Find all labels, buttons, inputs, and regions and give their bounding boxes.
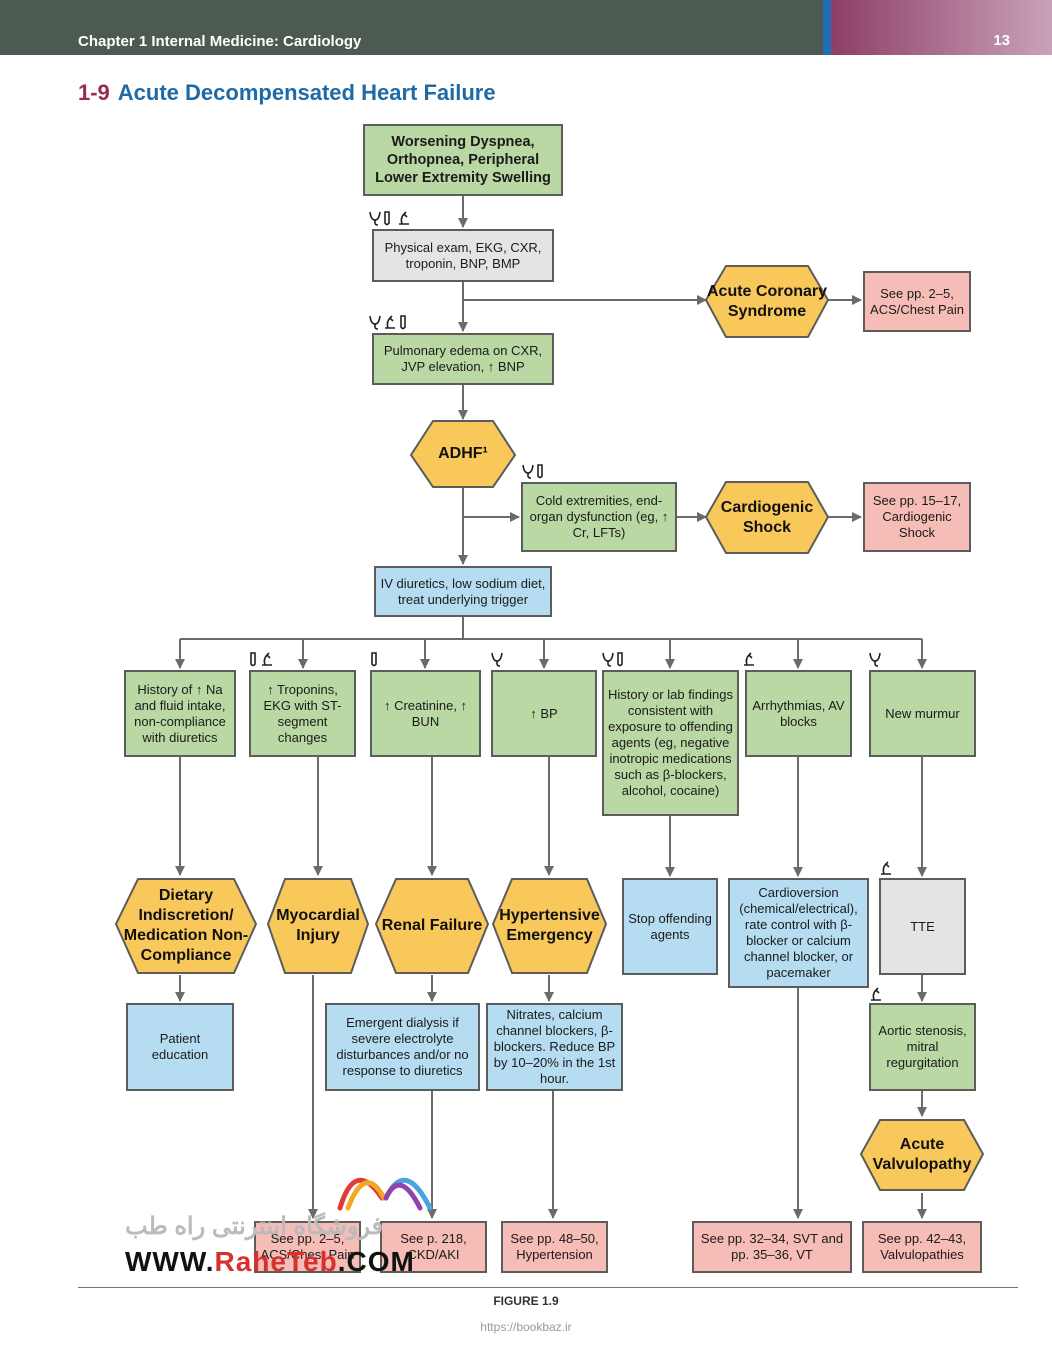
node-cold: Cold extremities, end-organ dysfunction … [521, 482, 677, 552]
microscope-icon [385, 315, 395, 329]
hexagon-hypertensive [491, 878, 608, 974]
stethoscope-icon [602, 652, 614, 667]
icon-set-troponins [250, 652, 272, 667]
node-murmur: New murmur [869, 670, 976, 757]
page-number: 13 [993, 32, 1010, 49]
watermark-www-brand: RaheTeb [214, 1246, 338, 1277]
header-accent-blue [823, 0, 831, 55]
node-bp: ↑ BP [491, 670, 597, 757]
node-acs-ref: See pp. 2–5, ACS/Chest Pain [863, 271, 971, 332]
hexagon-adhf [409, 420, 517, 488]
label-acs: Acute Coronary Syndrome [706, 282, 828, 320]
stethoscope-icon [869, 652, 881, 667]
node-history-na: History of ↑ Na and fluid intake, non-co… [124, 670, 236, 757]
watermark-book-arc [383, 1182, 423, 1211]
node-nitrates: Nitrates, calcium channel blockers, β-bl… [486, 1003, 623, 1091]
hexagon-shock [704, 481, 830, 554]
icon-set-workup [369, 211, 409, 226]
watermark-book-arc [345, 1180, 387, 1211]
label-renal: Renal Failure [381, 917, 483, 934]
stethoscope-icon [491, 652, 503, 667]
node-diuretics: IV diuretics, low sodium diet, treat und… [374, 566, 552, 617]
node-ref-valve: See pp. 42–43, Valvulopathies [862, 1221, 982, 1273]
node-troponins: ↑ Troponins, EKG with ST-segment changes [249, 670, 356, 757]
hexagon-renal [374, 878, 490, 974]
label-mi: Myocardial Injury [276, 907, 360, 944]
node-cardioversion: Cardioversion (chemical/electrical), rat… [728, 878, 869, 988]
label-shock: Cardiogenic Shock [720, 498, 814, 536]
label-hypertensive: Hypertensive Emergency [499, 907, 600, 944]
test-tube-icon [384, 211, 390, 226]
stethoscope-icon [522, 464, 534, 479]
node-ref-aki: See p. 218, CKD/AKI [380, 1221, 487, 1273]
stethoscope-icon [369, 315, 381, 330]
icon-set-tte [881, 861, 891, 875]
node-ref-acs2: See pp. 2–5, ACS/Chest Pain [254, 1221, 361, 1273]
node-symptoms: Worsening Dyspnea, Orthopnea, Peripheral… [363, 124, 563, 196]
node-ref-htn: See pp. 48–50, Hypertension [501, 1221, 608, 1273]
hexagon-dietary [114, 878, 258, 974]
icon-set-bp [491, 652, 503, 667]
header-accent-magenta [831, 0, 1052, 55]
icon-set-offending [602, 652, 623, 667]
label-valvulopathy: Acute Valvulopathy [872, 1136, 972, 1173]
footer-rule [78, 1287, 1018, 1288]
node-dialysis: Emergent dialysis if severe electrolyte … [325, 1003, 480, 1091]
node-shock-ref: See pp. 15–17, Cardiogenic Shock [863, 482, 971, 552]
test-tube-icon [400, 315, 406, 330]
icon-set-murmur [869, 652, 881, 667]
test-tube-icon [537, 464, 543, 479]
node-aortic: Aortic stenosis, mitral regurgitation [869, 1003, 976, 1091]
watermark-logo [337, 1177, 433, 1211]
watermark-book-arc [383, 1177, 433, 1211]
stethoscope-icon [369, 211, 381, 226]
microscope-icon [399, 211, 409, 225]
icon-set-pulmonary [369, 315, 406, 330]
hexagon-valvulopathy [859, 1119, 985, 1191]
section-title-text: Acute Decompensated Heart Failure [117, 80, 496, 105]
node-ref-svt: See pp. 32–34, SVT and pp. 35–36, VT [692, 1221, 852, 1273]
node-stop: Stop offending agents [622, 878, 718, 975]
watermark-persian-text: فروشگاه اینترنتی راه طب [125, 1213, 384, 1240]
test-tube-icon [617, 652, 623, 667]
node-tte: TTE [879, 878, 966, 975]
node-workup: Physical exam, EKG, CXR, troponin, BNP, … [372, 229, 554, 282]
microscope-icon [881, 861, 891, 875]
label-adhf: ADHF¹ [438, 445, 488, 462]
hexagon-mi [266, 878, 370, 974]
icon-set-cold [522, 464, 543, 479]
node-arrhythmias: Arrhythmias, AV blocks [745, 670, 852, 757]
hexagon-acs [704, 265, 830, 338]
node-pulmonary: Pulmonary edema on CXR, JVP elevation, ↑… [372, 333, 554, 385]
label-dietary: Dietary Indiscretion/ Medication Non-Com… [123, 887, 249, 964]
watermark-www-prefix: WWW. [125, 1246, 215, 1277]
icon-set-arrhythmias [744, 652, 754, 666]
microscope-icon [871, 987, 881, 1001]
watermark-www: WWW.RaheTeb.COM [125, 1246, 415, 1278]
microscope-icon [744, 652, 754, 666]
node-offending: History or lab findings consistent with … [602, 670, 739, 816]
node-creatinine: ↑ Creatinine, ↑ BUN [370, 670, 481, 757]
icon-set-creatinine [371, 652, 377, 667]
node-education: Patient education [126, 1003, 234, 1091]
watermark-url: https://bookbaz.ir [480, 1320, 572, 1334]
chapter-title: Chapter 1 Internal Medicine: Cardiology [78, 33, 362, 50]
test-tube-icon [250, 652, 256, 667]
section-number: 1-9 [78, 80, 110, 105]
watermark-www-suffix: .COM [337, 1246, 415, 1277]
icon-set-aortic [871, 987, 881, 1001]
microscope-icon [262, 652, 272, 666]
figure-label: FIGURE 1.9 [493, 1294, 559, 1308]
section-title: 1-9 Acute Decompensated Heart Failure [78, 80, 496, 106]
test-tube-icon [371, 652, 377, 667]
